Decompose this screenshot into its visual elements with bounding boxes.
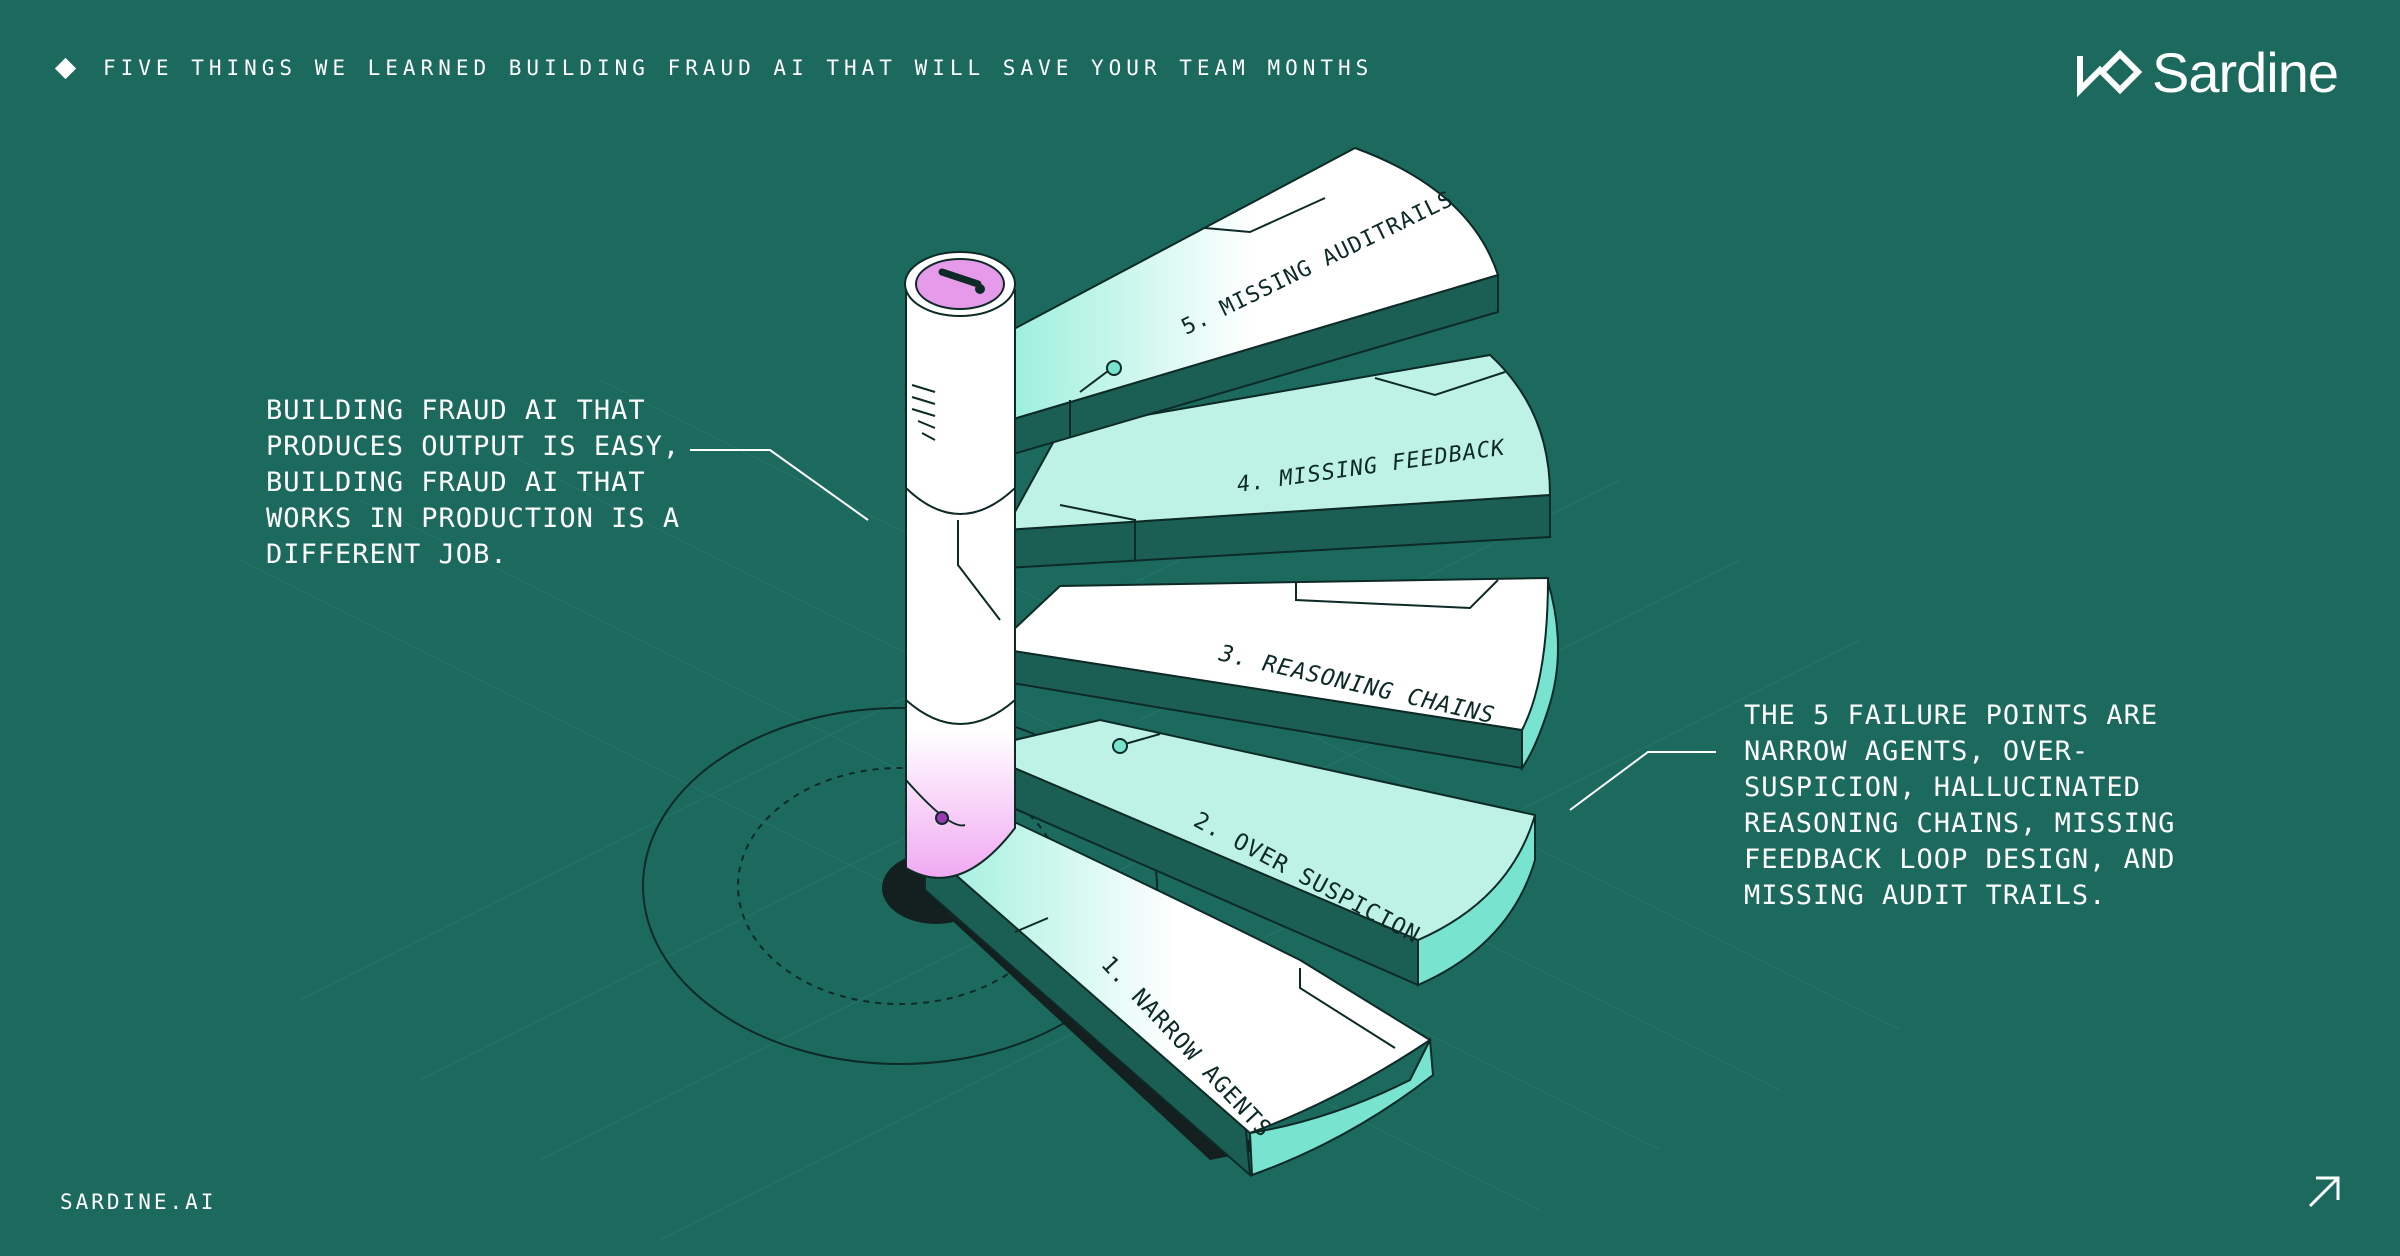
pillar-top-alert	[915, 258, 1005, 310]
left-callout-line: DIFFERENT JOB.	[266, 539, 508, 570]
arrow-up-right-icon[interactable]	[2304, 1172, 2344, 1212]
right-callout-line: MISSING AUDIT TRAILS.	[1744, 880, 2107, 911]
right-callout: THE 5 FAILURE POINTS ARE NARROW AGENTS, …	[1744, 698, 2175, 914]
right-callout-line: FEEDBACK LOOP DESIGN, AND	[1744, 844, 2176, 875]
central-pillar	[904, 251, 1016, 879]
sardine-logo-mark-icon	[2076, 49, 2143, 97]
step-2	[968, 718, 1537, 987]
step-3	[991, 576, 1559, 772]
right-callout-line: THE 5 FAILURE POINTS ARE	[1744, 700, 2159, 731]
left-callout-line: PRODUCES OUTPUT IS EASY,	[266, 431, 681, 462]
floor-ring-outer	[642, 707, 1158, 1065]
left-callout-line: BUILDING FRAUD AI THAT	[266, 395, 646, 426]
left-callout-line: WORKS IN PRODUCTION IS A	[266, 503, 681, 534]
footer-url-link[interactable]: SARDINE.AI	[60, 1190, 217, 1214]
right-callout-leader	[1569, 751, 1716, 811]
logo-text: Sardine	[2151, 41, 2339, 104]
right-callout-line: REASONING CHAINS, MISSING	[1744, 808, 2176, 839]
sardine-logo[interactable]: Sardine	[2074, 40, 2339, 105]
left-callout-line: BUILDING FRAUD AI THAT	[266, 467, 646, 498]
right-callout-line: NARROW AGENTS, OVER-	[1744, 736, 2090, 767]
header-title-text: FIVE THINGS WE LEARNED BUILDING FRAUD AI…	[103, 56, 1374, 80]
step-4	[1003, 353, 1552, 570]
left-callout: BUILDING FRAUD AI THAT PRODUCES OUTPUT I…	[266, 393, 680, 573]
right-callout-line: SUSPICION, HALLUCINATED	[1744, 772, 2141, 803]
left-callout-leader	[690, 449, 869, 521]
header-title: FIVE THINGS WE LEARNED BUILDING FRAUD AI…	[54, 56, 1374, 80]
